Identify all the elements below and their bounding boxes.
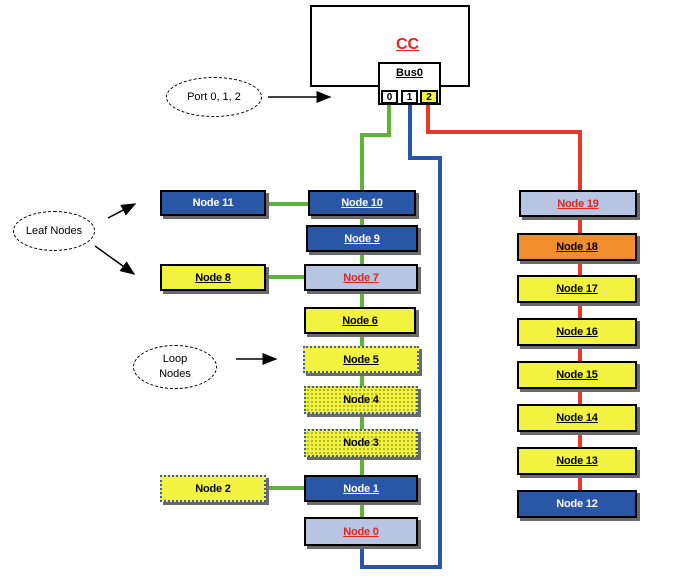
node-14[interactable]: Node 14	[517, 404, 637, 432]
node-1[interactable]: Node 1	[304, 475, 418, 502]
port2-link	[426, 100, 582, 490]
node-12[interactable]: Node 12	[517, 490, 637, 518]
node-3[interactable]: Node 3	[304, 429, 418, 457]
node-10[interactable]: Node 10	[308, 190, 416, 216]
node-17[interactable]: Node 17	[517, 275, 637, 303]
leaf-nodes-callout: Leaf Nodes	[13, 211, 95, 251]
node-2[interactable]: Node 2	[160, 475, 266, 502]
leaf-arrow-upper	[107, 203, 137, 219]
node-11[interactable]: Node 11	[160, 190, 266, 216]
node-16[interactable]: Node 16	[517, 318, 637, 346]
node-8[interactable]: Node 8	[160, 264, 266, 291]
node-4[interactable]: Node 4	[304, 386, 418, 414]
node-6[interactable]: Node 6	[304, 307, 416, 334]
node-7[interactable]: Node 7	[304, 264, 418, 291]
port1-link	[360, 100, 442, 569]
port0-link	[265, 100, 391, 517]
port-callout: Port 0, 1, 2	[166, 77, 262, 117]
bus-label: Bus0	[396, 67, 423, 79]
node-19[interactable]: Node 19	[519, 190, 637, 217]
node-13[interactable]: Node 13	[517, 447, 637, 475]
central-controller-label: CC	[396, 36, 420, 53]
node-18[interactable]: Node 18	[517, 233, 637, 261]
port-1: 1	[401, 90, 418, 104]
node-15[interactable]: Node 15	[517, 361, 637, 389]
port-2: 2	[420, 90, 438, 104]
loop-nodes-callout: Loop Nodes	[133, 345, 217, 389]
node-0[interactable]: Node 0	[304, 517, 418, 546]
node-9[interactable]: Node 9	[306, 225, 418, 252]
port-0: 0	[381, 90, 398, 104]
loop-nodes-label: Loop Nodes	[159, 353, 191, 380]
node-5[interactable]: Node 5	[303, 346, 419, 373]
leaf-arrow-lower	[94, 245, 136, 275]
